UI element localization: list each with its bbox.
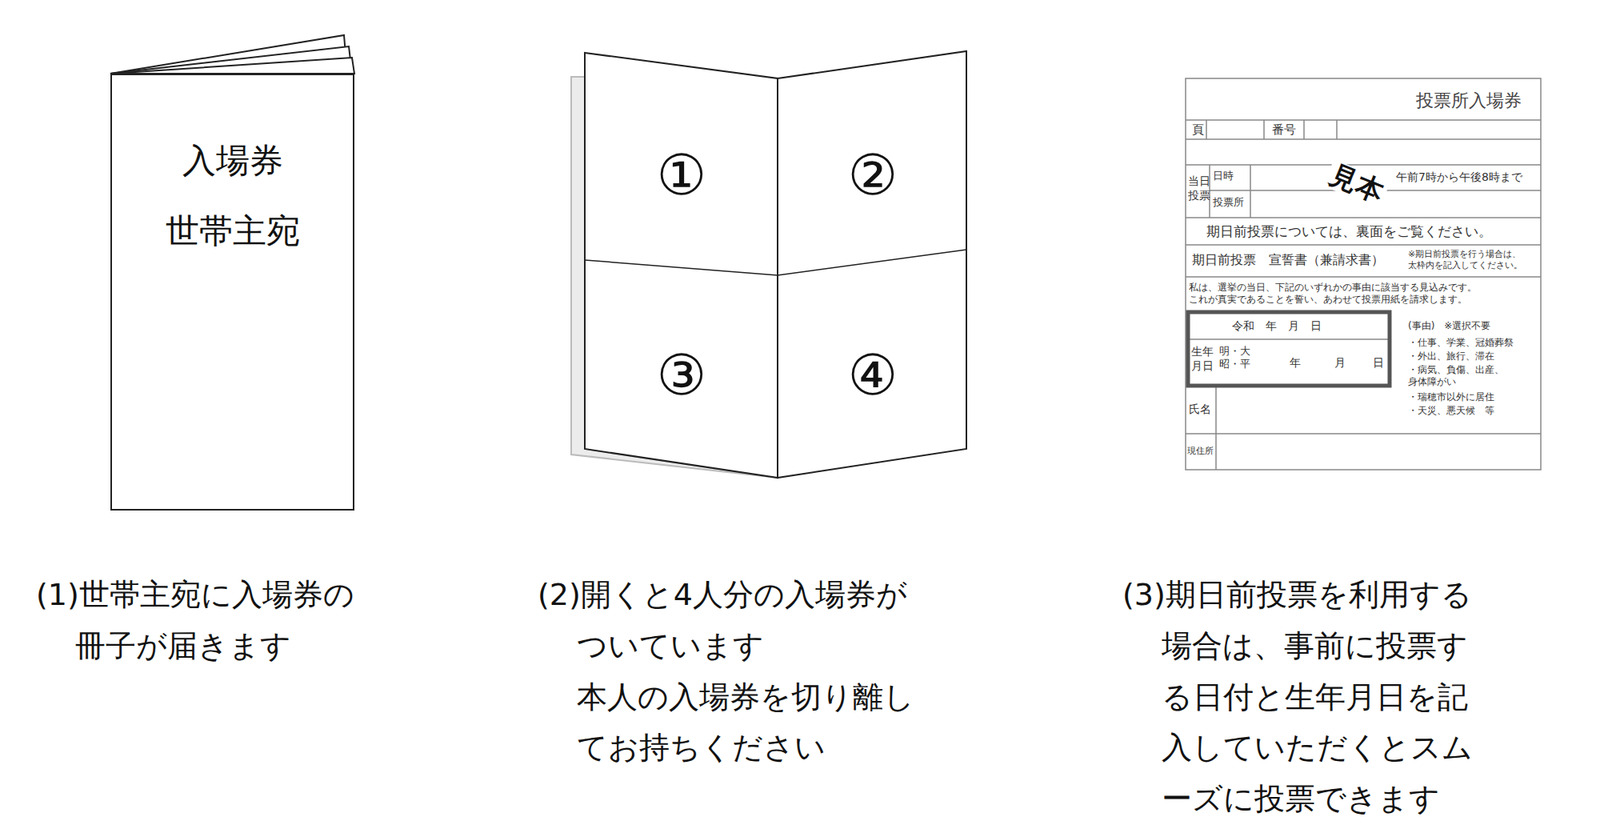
form-field: 投票所 [1212, 196, 1244, 209]
form-field: 現住所 [1187, 445, 1214, 457]
form-rule [1336, 120, 1338, 140]
form-field: 月 [1334, 356, 1346, 371]
reason-item: ・天災、悪天候 等 [1408, 404, 1536, 417]
callout-number: ③ [601, 341, 762, 409]
thick-frame [1188, 312, 1390, 386]
form-rule [1208, 164, 1211, 218]
form-rule [1303, 120, 1305, 140]
booklet-open [571, 51, 967, 478]
reason-item: ・病気、負傷、出産、 身体障がい [1408, 364, 1528, 388]
form-rule [1263, 120, 1265, 140]
cover-text: 入場券 [112, 140, 353, 181]
form-field: 明・大 昭・平 [1219, 344, 1253, 372]
callout-number: ④ [792, 341, 953, 409]
form-rule [1188, 338, 1388, 340]
form-rule [1215, 387, 1217, 470]
ticket-panel: ① [601, 95, 762, 256]
form-heading: 期日前投票 宣誓書（兼請求書） [1192, 252, 1384, 268]
form-rule [1185, 119, 1541, 121]
ticket-panel: ④ [792, 295, 953, 456]
sample-stamp: 見本 [1323, 159, 1391, 209]
booklet-cover: 入場券世帯主宛 [110, 73, 355, 511]
form-note: 期日前投票については、裏面をご覧ください。 [1206, 223, 1492, 240]
form-rule [1249, 164, 1252, 218]
form-rule [1185, 164, 1541, 166]
reason-item: ・外出、旅行、滞在 [1408, 350, 1536, 363]
reason-item: ・仕事、学業、冠婚葬祭 [1408, 336, 1536, 349]
form-rule [1185, 216, 1541, 219]
form-rule [1185, 276, 1541, 278]
callout-number: ② [792, 141, 953, 209]
form-note: 私は、選挙の当日、下記のいずれかの事由に該当する見込みです。 これが真実であるこ… [1188, 281, 1538, 306]
form-field: 年 [1289, 356, 1301, 371]
form-field: (事由) ※選択不要 [1408, 320, 1491, 332]
form-field: 番号 [1272, 122, 1296, 138]
right-page [777, 51, 967, 478]
perforation-line [777, 249, 967, 276]
booklet-closed [110, 35, 355, 74]
step-caption: (2)開くと4人分の入場券が ついています 本人の入場券を切り離し てお持ちくだ… [537, 569, 1018, 774]
ticket-panel: ③ [601, 295, 762, 456]
form-note: ※期日前投票を行う場合は、 太枠内を記入してください。 [1408, 248, 1538, 272]
left-page [584, 52, 778, 478]
form-rule [1205, 120, 1208, 140]
step-caption: (3)期日前投票を利用する 場合は、事前に投票す る日付と生年月日を記 入してい… [1122, 569, 1579, 825]
ticket-panel: ② [792, 95, 953, 256]
form-rule [1185, 244, 1541, 246]
form-field: 日時 [1212, 169, 1234, 183]
form-rule [1185, 432, 1541, 435]
step-caption: (1)世帯主宛に入場券の 冊子が届きます [36, 569, 484, 672]
form-field: 令和 年 月 日 [1232, 319, 1322, 334]
form-field: 当日 投票 [1188, 174, 1209, 203]
form-field: 午前7時から午後8時まで [1396, 170, 1523, 185]
form-border [1185, 78, 1541, 470]
ticket-form [1185, 78, 1541, 470]
form-field: 頁 [1192, 122, 1204, 138]
perforation-line [584, 260, 778, 276]
callout-number: ① [601, 141, 762, 209]
form-title: 投票所入場券 [1416, 89, 1522, 112]
form-rule [1185, 138, 1541, 140]
cover-text: 世帯主宛 [112, 211, 353, 252]
form-field: 日 [1372, 356, 1384, 371]
reason-item: ・瑞穂市以外に居住 [1408, 391, 1536, 404]
form-field: 生年 月日 [1191, 344, 1216, 373]
form-field: 氏名 [1188, 402, 1212, 417]
back-page [110, 57, 355, 74]
